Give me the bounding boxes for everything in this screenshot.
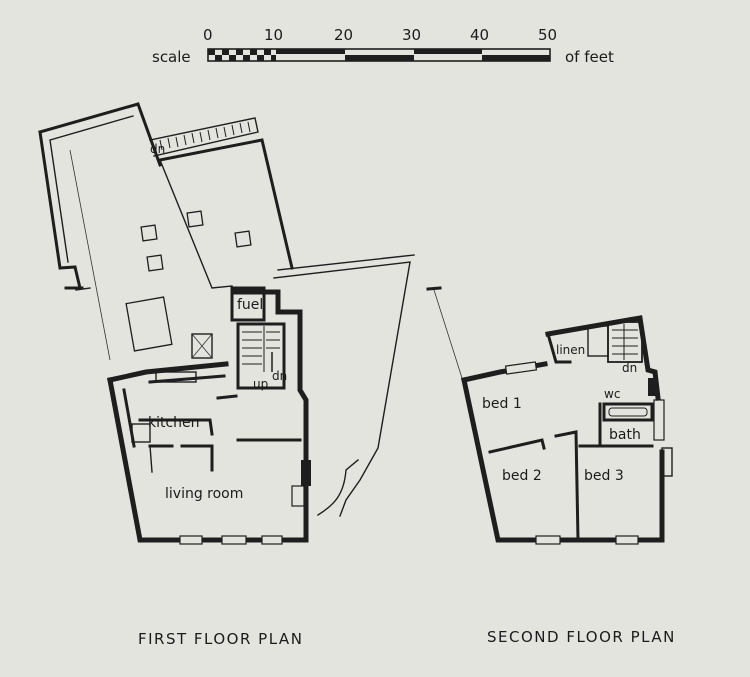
bed2-label: bed 2 (502, 468, 542, 484)
second-floor-windows (504, 361, 639, 545)
scale-tick-30: 30 (402, 26, 421, 44)
bath-label: bath (609, 427, 641, 443)
stair-up-label: up (253, 377, 268, 391)
scale-ticks: 0 10 20 30 40 50 (203, 26, 557, 44)
scale-tick-10: 10 (264, 26, 283, 44)
scale-segments (276, 49, 550, 61)
fuel-label: fuel (237, 297, 263, 313)
scale-label: scale (152, 48, 191, 66)
terrace-right-wall (158, 138, 294, 270)
scale-checker (208, 49, 276, 61)
scale-bar: scale 0 10 20 30 40 50 of feet (152, 26, 614, 66)
terrace-inner (49, 115, 134, 263)
courtyard-outline (273, 261, 411, 517)
bed1-label: bed 1 (482, 396, 522, 412)
second-stair-down-label: dn (622, 361, 637, 375)
chimney-breast (301, 460, 311, 486)
living-room-label: living room (165, 486, 243, 502)
scale-tick-20: 20 (334, 26, 353, 44)
first-floor-title: FIRST FLOOR PLAN (138, 630, 303, 648)
house-left-wall (107, 361, 229, 383)
kitchen-counter (122, 374, 226, 448)
first-floor-plan: dn fuel (38, 102, 415, 648)
house-outer-wall (107, 289, 309, 543)
scale-tick-50: 50 (538, 26, 557, 44)
first-floor-stair: up dn (236, 322, 287, 391)
second-floor-title: SECOND FLOOR PLAN (487, 628, 676, 646)
kitchen-label: kitchen (148, 415, 200, 431)
bed3-label: bed 3 (584, 468, 624, 484)
courtyard-inner (277, 254, 415, 271)
terrace-down-label: dn (150, 142, 165, 156)
second-floor-plan: linen dn wc bath bed 1 bed 2 bed 3 SECON… (426, 286, 676, 646)
terrace-outline (38, 102, 162, 290)
wc-label: wc (604, 387, 620, 401)
fuel-store (230, 286, 266, 322)
linen-label: linen (556, 343, 585, 357)
courtyard-curve (317, 459, 359, 516)
first-floor-windows (179, 535, 283, 545)
scale-tick-40: 40 (470, 26, 489, 44)
second-floor-outer-wall (461, 377, 665, 543)
stair-down-label: dn (272, 369, 287, 383)
skylights (125, 210, 252, 352)
bathtub (602, 402, 654, 422)
scale-unit: of feet (565, 48, 614, 66)
linen-cupboard (587, 325, 609, 357)
terrace-divider (159, 159, 233, 289)
terrace-railing-hatch (159, 121, 251, 151)
scale-tick-0: 0 (203, 26, 213, 44)
second-floor-stair (607, 321, 643, 363)
terrace-parapet (149, 117, 259, 157)
